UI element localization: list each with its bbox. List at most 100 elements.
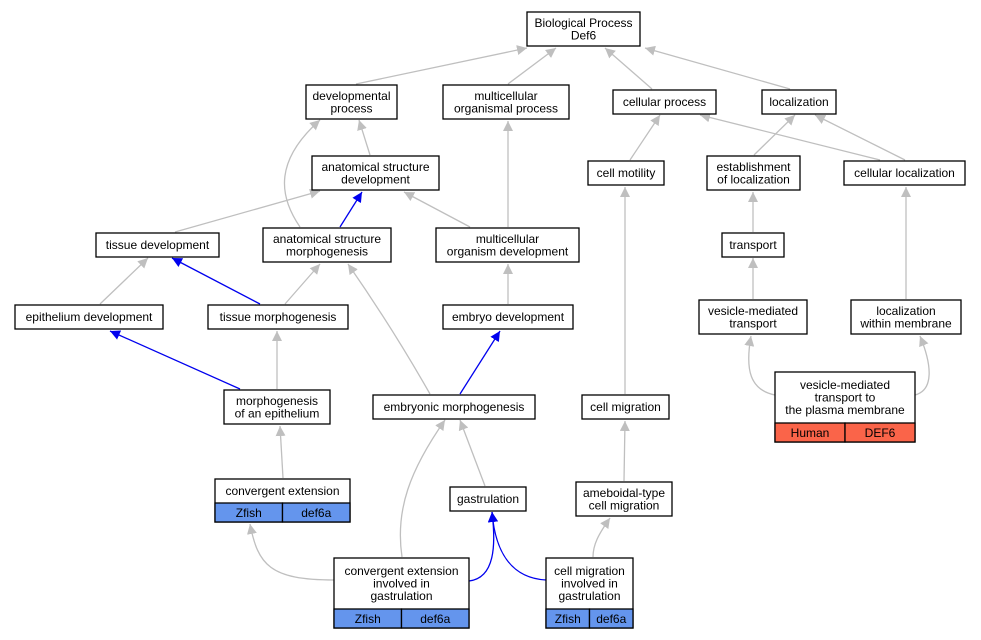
species-cell[interactable]: Human xyxy=(774,422,846,443)
edge-asd-to-devproc xyxy=(357,119,371,156)
node-cellmig[interactable]: cell migration xyxy=(581,394,670,420)
node-label-line: localization xyxy=(876,304,935,318)
node-box xyxy=(581,394,670,420)
edge-line xyxy=(275,425,286,479)
species-cell[interactable]: Zfish xyxy=(545,608,591,629)
edge-line xyxy=(459,330,501,395)
node-label-line: vesicle-mediated xyxy=(708,304,798,318)
node-box xyxy=(223,389,331,425)
edge-tissmorph-to-asm xyxy=(284,263,321,305)
node-box xyxy=(207,304,349,330)
edge-asm-to-asd xyxy=(339,191,363,228)
node-embmorph[interactable]: embryonic morphogenesis xyxy=(372,394,536,420)
edge-line xyxy=(174,188,321,233)
edge-line xyxy=(99,257,149,305)
edge-embmorph-to-embdev xyxy=(459,330,501,395)
node-label-line: anatomical structure xyxy=(321,160,429,174)
node-label-line: organism development xyxy=(447,244,569,258)
node-cellproc[interactable]: cellular process xyxy=(612,89,717,115)
species-label: Zfish xyxy=(355,612,381,626)
node-label-line: involved in xyxy=(561,577,618,591)
node-box xyxy=(305,84,398,120)
edges-layer xyxy=(99,45,930,582)
node-box xyxy=(526,11,641,47)
edge-epidev-to-tissdev xyxy=(99,257,149,305)
edge-asm-to-devproc xyxy=(283,119,321,228)
species-cell[interactable]: Zfish xyxy=(214,502,284,523)
node-gastr[interactable]: gastrulation xyxy=(449,486,527,512)
node-label-line: establishment xyxy=(716,160,791,174)
node-box xyxy=(587,160,665,186)
gene-label: def6a xyxy=(420,612,450,626)
node-label-line: cellular process xyxy=(623,95,706,109)
edge-line xyxy=(629,114,661,161)
node-label-line: organismal process xyxy=(454,101,558,115)
node-cellmot[interactable]: cell motility xyxy=(587,160,665,186)
edge-line xyxy=(507,47,557,85)
node-label-line: tissue development xyxy=(106,238,210,252)
node-local[interactable]: localization xyxy=(761,89,837,115)
node-epidev[interactable]: epithelium development xyxy=(14,304,164,330)
edge-devproc-to-bp xyxy=(355,45,528,85)
gene-cell[interactable]: DEF6 xyxy=(844,422,916,443)
node-box xyxy=(14,304,164,330)
node-transport[interactable]: transport xyxy=(721,232,785,258)
gene-label: DEF6 xyxy=(865,426,896,440)
node-box xyxy=(843,160,966,186)
edge-line xyxy=(468,511,499,582)
node-box xyxy=(575,481,673,517)
node-label-line: cell migration xyxy=(589,498,660,512)
edge-line xyxy=(604,47,653,90)
gene-cell[interactable]: def6a xyxy=(400,608,470,629)
edge-convext-to-moe xyxy=(275,425,286,479)
node-label-line: morphogenesis xyxy=(236,394,318,408)
edge-line xyxy=(744,335,776,396)
node-label-line: vesicle-mediated xyxy=(800,378,890,392)
node-tissdev[interactable]: tissue development xyxy=(95,232,220,258)
node-embdev[interactable]: embryo development xyxy=(442,304,574,330)
gene-label: def6a xyxy=(596,612,626,626)
node-label-line: the plasma membrane xyxy=(785,403,905,417)
node-box xyxy=(612,89,717,115)
node-label-line: development xyxy=(341,172,410,186)
node-cellloc[interactable]: cellular localization xyxy=(843,160,966,186)
node-label-line: convergent extension xyxy=(344,564,458,578)
edge-moe-to-epidev xyxy=(109,330,241,390)
node-label-line: of an epithelium xyxy=(235,406,320,420)
edge-cmig-to-ameb xyxy=(592,517,611,558)
node-label-line: ameboidal-type xyxy=(583,486,665,500)
node-box xyxy=(721,232,785,258)
species-label: Human xyxy=(791,426,830,440)
gene-cell[interactable]: def6a xyxy=(281,502,351,523)
gene-cell[interactable]: def6a xyxy=(588,608,634,629)
node-box xyxy=(850,299,962,335)
edge-embmorph-to-asm xyxy=(347,263,431,395)
edge-tissmorph-to-tissdev xyxy=(171,257,261,305)
annotation-cell-box xyxy=(588,608,634,629)
edge-line xyxy=(171,257,261,305)
node-tissmorph[interactable]: tissue morphogenesis xyxy=(207,304,349,330)
node-label-line: cell migration xyxy=(554,564,625,578)
species-cell[interactable]: Zfish xyxy=(333,608,403,629)
node-label-line: cell motility xyxy=(597,166,656,180)
node-label-line: process xyxy=(330,101,372,115)
node-label-line: convergent extension xyxy=(225,484,339,498)
edge-line xyxy=(699,112,881,161)
